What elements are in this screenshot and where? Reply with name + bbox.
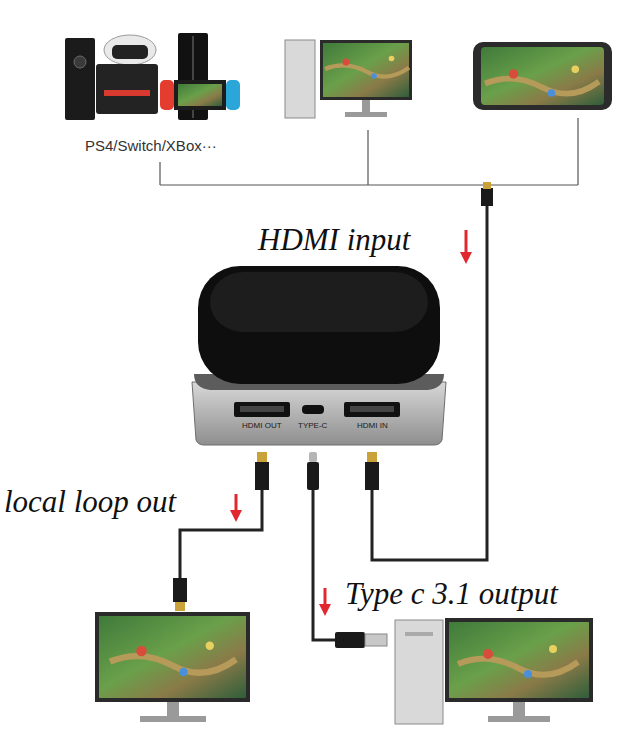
pc-top [285,40,412,118]
port-callout: Type c 3.1 output [345,576,558,612]
device-list: PS4/Switch/XBox··· [85,137,217,155]
port-label: HDMI IN [357,422,388,430]
pc-bottom-right [395,618,593,724]
capture-card: HDMI OUT TYPE-C HDMI IN [190,262,448,447]
port-callout: HDMI input [258,222,410,258]
capture-card-shape [190,262,448,447]
port-callout: local loop out [4,484,176,520]
type-c-cable [307,452,387,648]
bracket [160,118,578,185]
loop-out-cable [173,452,269,611]
monitor-bottom-left [95,612,250,722]
console-group [65,33,240,120]
phone [473,42,612,110]
port-label: TYPE-C [298,422,327,430]
port-label: HDMI OUT [242,422,282,430]
